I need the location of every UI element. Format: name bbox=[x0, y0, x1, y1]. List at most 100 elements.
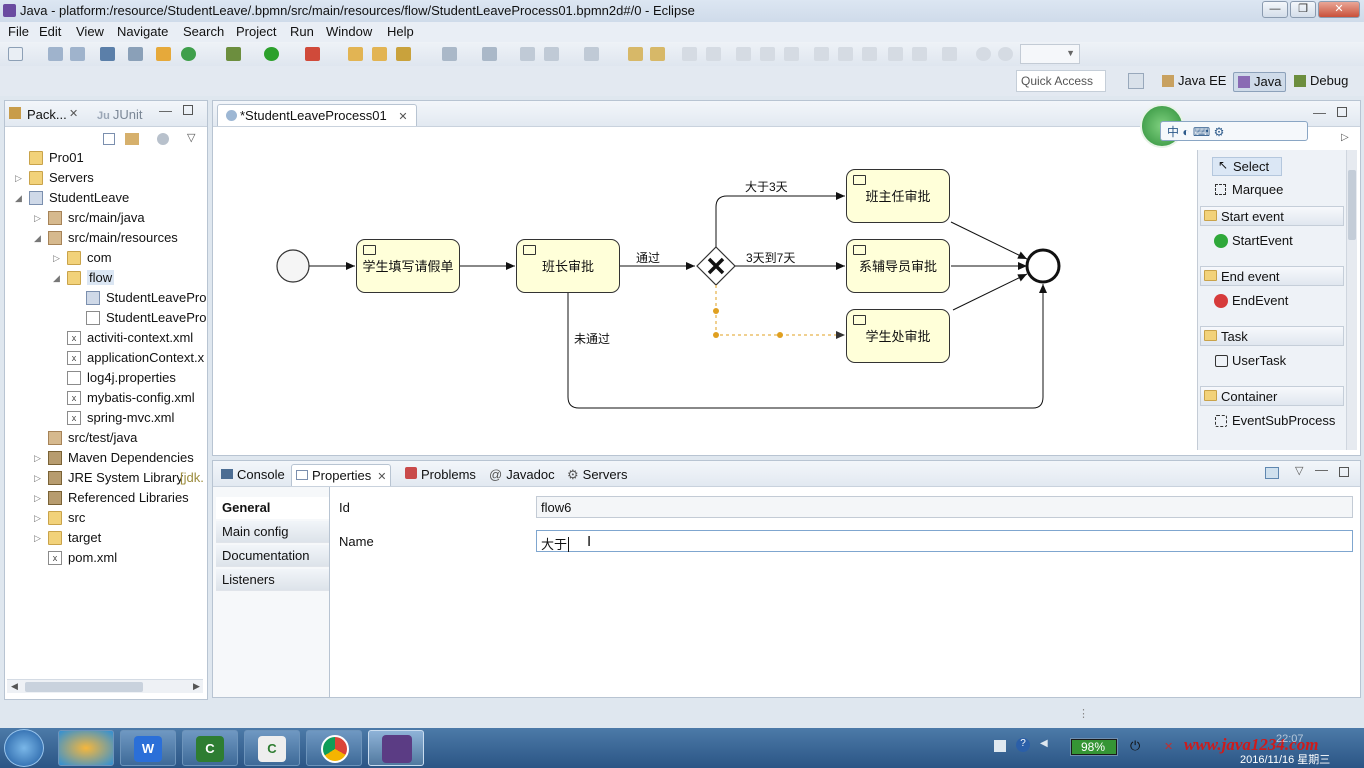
taskbar-camtasia-1[interactable]: C bbox=[182, 730, 238, 766]
menu-run[interactable]: Run bbox=[290, 24, 314, 39]
start-button[interactable] bbox=[4, 729, 44, 767]
next-annotation-icon[interactable] bbox=[482, 47, 497, 61]
palette-expand-icon[interactable]: ▷ bbox=[1341, 132, 1349, 143]
back-arrow-icon[interactable] bbox=[544, 47, 559, 61]
taskbar-wps[interactable]: W bbox=[120, 730, 176, 766]
perspective-javaee[interactable]: Java EE bbox=[1158, 72, 1230, 92]
collapsed-arrow-icon[interactable]: ▷ bbox=[34, 533, 41, 543]
tree-item[interactable]: ◢src/main/resources bbox=[5, 229, 205, 249]
menu-file[interactable]: File bbox=[8, 24, 29, 39]
match-height-icon[interactable] bbox=[912, 47, 927, 61]
export-icon[interactable] bbox=[942, 47, 957, 61]
tree-item[interactable]: ▷src/main/java bbox=[5, 209, 205, 229]
forward-icon[interactable] bbox=[584, 47, 599, 61]
name-field[interactable]: 大于 bbox=[536, 530, 1353, 552]
tray-expand-icon[interactable]: ◀ bbox=[1040, 738, 1048, 749]
tree-item[interactable]: StudentLeavePro bbox=[5, 309, 206, 329]
taskbar-app-1[interactable] bbox=[58, 730, 114, 766]
expanded-arrow-icon[interactable]: ◢ bbox=[15, 193, 22, 203]
menu-window[interactable]: Window bbox=[326, 24, 373, 39]
save-icon[interactable] bbox=[48, 47, 63, 61]
ime-toolbar[interactable]: 中 ◐ ⌨ ⚙ bbox=[1160, 121, 1308, 141]
maximize-view-icon[interactable] bbox=[183, 105, 193, 115]
align-right-icon[interactable] bbox=[784, 47, 799, 61]
tree-item[interactable]: src/test/java bbox=[5, 429, 205, 449]
taskbar-camtasia-2[interactable]: C bbox=[244, 730, 300, 766]
close-button[interactable]: ✕ bbox=[1318, 1, 1360, 18]
view-menu-icon[interactable]: ▽ bbox=[1295, 465, 1304, 477]
scrollbar-thumb[interactable] bbox=[25, 682, 143, 692]
collapsed-arrow-icon[interactable]: ▷ bbox=[34, 493, 41, 503]
pin-icon[interactable] bbox=[128, 47, 143, 61]
collapsed-arrow-icon[interactable]: ▷ bbox=[34, 213, 41, 223]
taskbar-eclipse[interactable] bbox=[368, 730, 424, 766]
open-perspective-icon[interactable] bbox=[1128, 73, 1144, 89]
flow-selected-flow6[interactable] bbox=[715, 285, 845, 339]
flow-fail[interactable] bbox=[567, 284, 1047, 409]
align-middle-icon[interactable] bbox=[838, 47, 853, 61]
flow-t3-to-end[interactable] bbox=[950, 221, 1028, 260]
menu-view[interactable]: View bbox=[76, 24, 104, 39]
section-general[interactable]: General bbox=[216, 497, 329, 519]
tree-item[interactable]: StudentLeavePro bbox=[5, 289, 206, 309]
task-headteacher-approve[interactable]: 班主任审批 bbox=[846, 169, 950, 223]
palette-select[interactable]: ↖Select bbox=[1212, 157, 1282, 176]
zoom-combo[interactable]: ▼ bbox=[1020, 44, 1080, 64]
properties-close-icon[interactable]: ✕ bbox=[377, 471, 387, 483]
start-event[interactable] bbox=[276, 249, 310, 283]
menu-search[interactable]: Search bbox=[183, 24, 225, 39]
zoom-out-icon[interactable] bbox=[998, 47, 1013, 61]
collapsed-arrow-icon[interactable]: ▷ bbox=[53, 253, 60, 263]
copy-icon[interactable] bbox=[682, 47, 697, 61]
align-left-icon[interactable] bbox=[736, 47, 751, 61]
scroll-left-icon[interactable]: ◀ bbox=[11, 681, 18, 691]
focus-icon[interactable] bbox=[157, 133, 169, 145]
collapsed-arrow-icon[interactable]: ▷ bbox=[15, 173, 22, 183]
tab-javadoc[interactable]: @Javadoc bbox=[489, 467, 555, 482]
editor-minimize-icon[interactable]: — bbox=[1313, 105, 1326, 120]
back-icon[interactable] bbox=[520, 47, 535, 61]
palette-group-container[interactable]: Container bbox=[1200, 386, 1344, 406]
external-tools-icon[interactable] bbox=[305, 47, 320, 61]
editor-maximize-icon[interactable] bbox=[1337, 107, 1347, 117]
task-monitor-approve[interactable]: 班长审批 bbox=[516, 239, 620, 293]
task-counselor-approve[interactable]: 系辅导员审批 bbox=[846, 239, 950, 293]
tab-properties[interactable]: Properties✕ bbox=[291, 464, 392, 486]
match-width-icon[interactable] bbox=[888, 47, 903, 61]
tree-item[interactable]: ▷Referenced Libraries bbox=[5, 489, 205, 509]
align-bottom-icon[interactable] bbox=[862, 47, 877, 61]
refresh-icon[interactable] bbox=[181, 47, 196, 61]
menu-edit[interactable]: Edit bbox=[39, 24, 62, 39]
terminal-icon[interactable] bbox=[100, 47, 115, 61]
menu-help[interactable]: Help bbox=[387, 24, 414, 39]
horizontal-scrollbar[interactable]: ◀ ▶ bbox=[7, 679, 203, 693]
tree-item[interactable]: ▷Maven Dependencies bbox=[5, 449, 205, 469]
tree-item[interactable]: ◢flow bbox=[5, 269, 205, 289]
perspective-java[interactable]: Java bbox=[1233, 72, 1287, 92]
palette-end-event[interactable]: EndEvent bbox=[1212, 293, 1288, 308]
tree-item[interactable]: ▷Servers bbox=[5, 169, 205, 189]
palette-group-start-event[interactable]: Start event bbox=[1200, 206, 1344, 226]
task-student-office-approve[interactable]: 学生处审批 bbox=[846, 309, 950, 363]
run-icon[interactable] bbox=[264, 47, 279, 61]
flow-t5-to-end[interactable] bbox=[952, 273, 1028, 311]
open-resource-icon[interactable] bbox=[372, 47, 387, 61]
tree-item[interactable]: ▷com bbox=[5, 249, 205, 269]
pin-view-icon[interactable] bbox=[1265, 467, 1279, 479]
tree-item[interactable]: ▷src bbox=[5, 509, 205, 529]
search-toolbar-icon[interactable] bbox=[396, 47, 411, 61]
palette-start-event[interactable]: StartEvent bbox=[1212, 233, 1293, 248]
collapsed-arrow-icon[interactable]: ▷ bbox=[34, 473, 41, 483]
bendpoint-handle[interactable] bbox=[777, 332, 783, 338]
debug-icon[interactable] bbox=[226, 47, 241, 61]
align-center-icon[interactable] bbox=[760, 47, 775, 61]
flow-gt3[interactable] bbox=[715, 192, 845, 247]
collapsed-arrow-icon[interactable]: ▷ bbox=[34, 453, 41, 463]
collapse-all-icon[interactable] bbox=[103, 133, 115, 145]
section-listeners[interactable]: Listeners bbox=[216, 569, 329, 591]
